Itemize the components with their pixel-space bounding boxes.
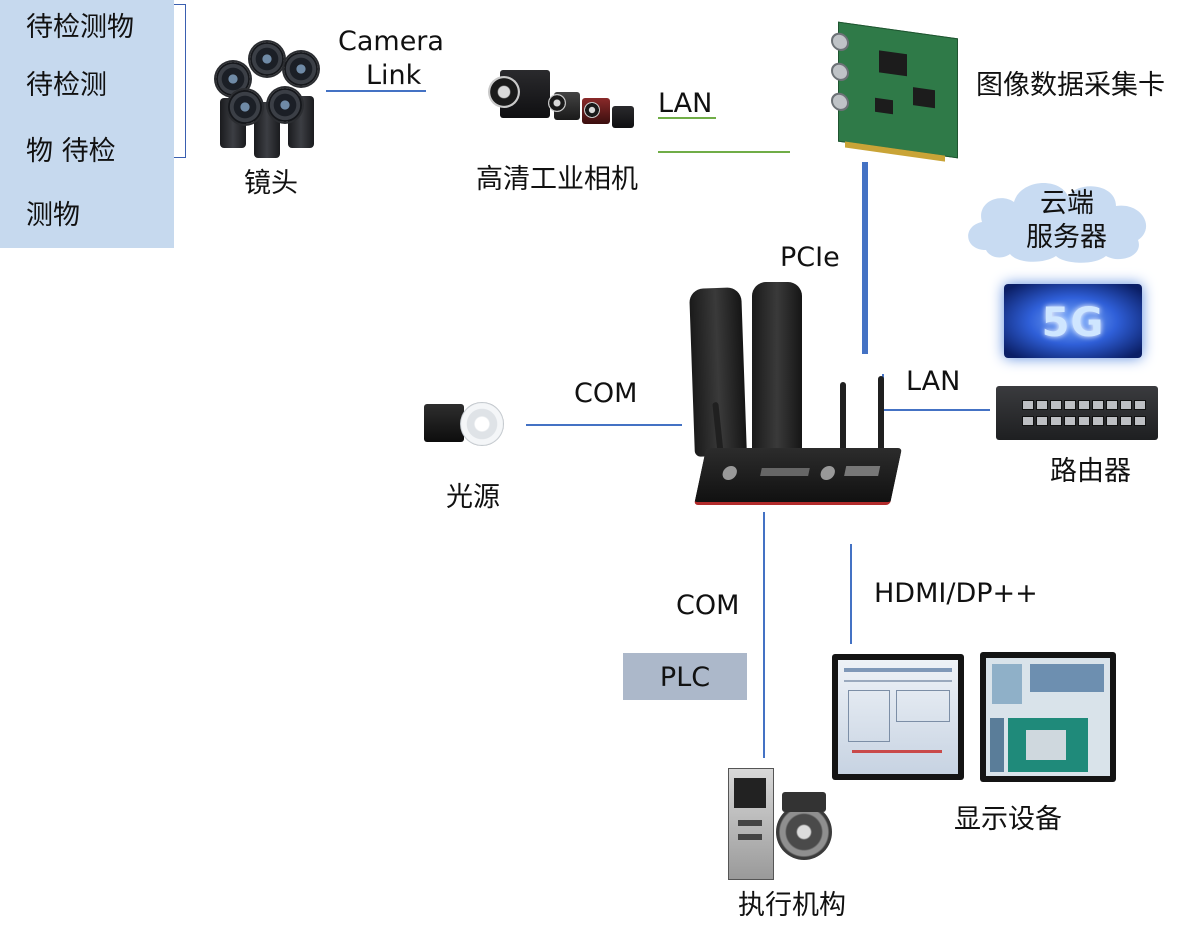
display-label: 显示设备: [954, 804, 1062, 835]
cloud-icon: [968, 183, 1147, 263]
dut-text-line-4: 测物: [26, 200, 80, 231]
pcie-connector: [862, 162, 868, 354]
light-source-image: [424, 398, 506, 450]
capture-card-label: 图像数据采集卡: [976, 70, 1165, 101]
pcie-label: PCIe: [780, 242, 840, 273]
lens-image: [212, 36, 328, 160]
lan-top-underline: [658, 117, 716, 119]
plc-label: PLC: [659, 662, 711, 693]
object-under-test-panel: 待检测物 待检测 物 待检 测物: [0, 0, 174, 248]
camera-link-connector: [326, 90, 426, 92]
cloud-label-line2: 服务器: [1026, 222, 1107, 253]
bracket-connector: [174, 4, 186, 158]
com-bottom-label: COM: [676, 590, 740, 621]
com-left-label: COM: [574, 378, 638, 409]
capture-card-image: [831, 21, 958, 162]
lan-right-label: LAN: [906, 366, 961, 397]
edge-gateway-body: [693, 448, 903, 505]
five-g-icon: 5G: [1004, 284, 1142, 358]
dut-text-line-2: 待检测: [26, 70, 107, 101]
dut-text-line-1: 待检测物: [26, 12, 134, 43]
actuator-image: [720, 764, 836, 882]
router-label: 路由器: [1050, 456, 1131, 487]
edge-gateway-image: [680, 282, 906, 518]
dut-text-line-3: 物 待检: [26, 136, 116, 167]
light-source-label: 光源: [446, 482, 500, 513]
lens-label: 镜头: [244, 168, 298, 199]
lan-top-connector: [658, 151, 790, 153]
cloud-label-line1: 云端: [1040, 188, 1094, 219]
display-monitor-2: [980, 652, 1116, 782]
industrial-camera-image: [486, 64, 636, 134]
lan-right-connector: [882, 409, 990, 411]
com-bottom-connector: [763, 512, 765, 758]
actuator-label: 执行机构: [738, 890, 846, 921]
hdmi-connector: [850, 544, 852, 644]
display-monitor-1: [832, 654, 964, 780]
camera-link-label-line1: Camera: [338, 26, 444, 57]
plc-box: PLC: [623, 653, 747, 700]
camera-link-label-line2: Link: [366, 60, 422, 91]
camera-label: 高清工业相机: [476, 164, 638, 195]
lan-top-label: LAN: [658, 88, 713, 119]
five-g-label: 5G: [1041, 300, 1105, 346]
router-image: [996, 386, 1158, 440]
hdmi-label: HDMI/DP++: [874, 578, 1038, 609]
com-left-connector: [526, 424, 682, 426]
